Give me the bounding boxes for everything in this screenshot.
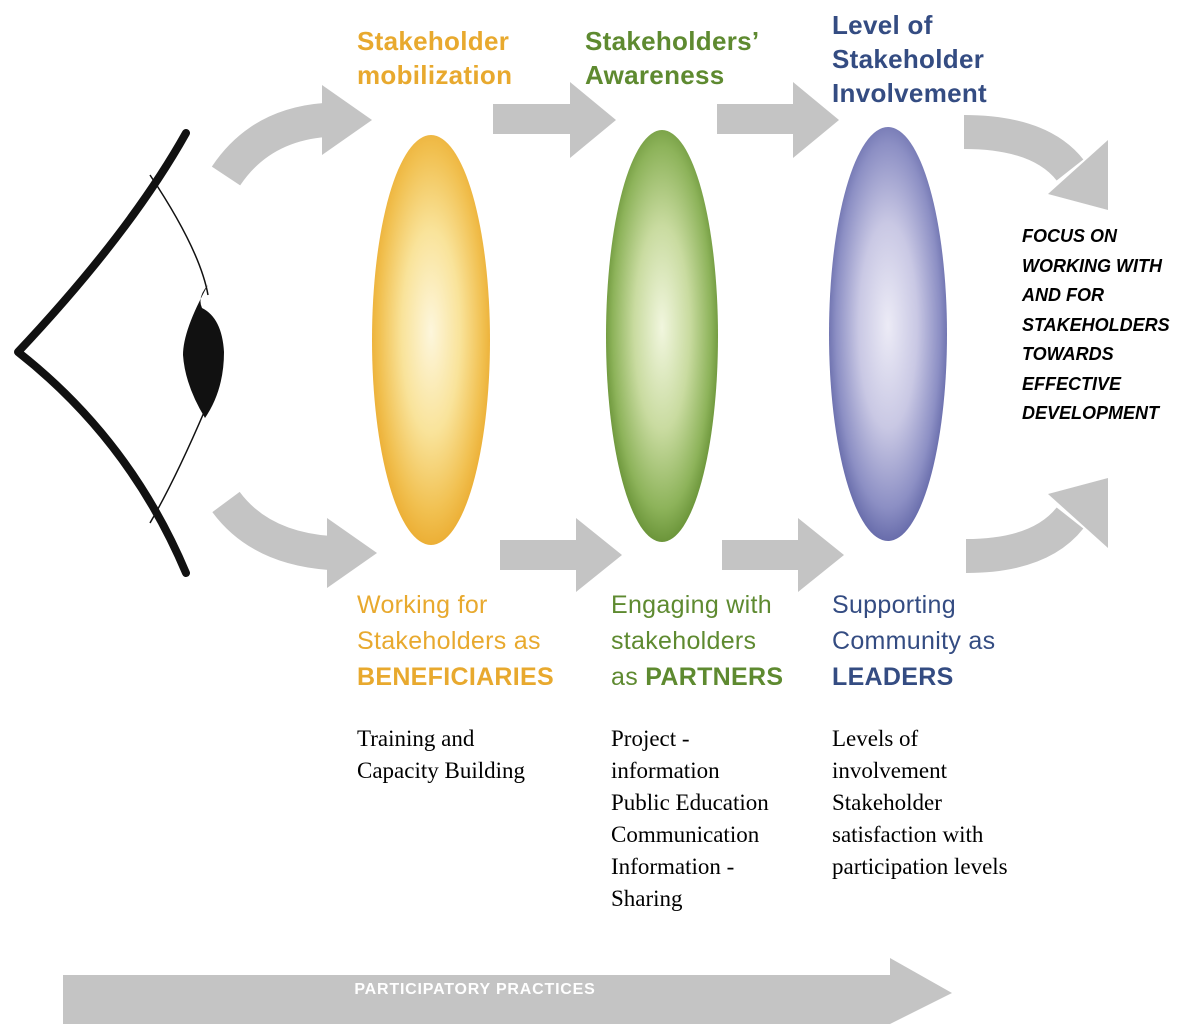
practice-item: Levels of [832,726,919,751]
practices-beneficiaries: Training and Capacity Building [357,723,525,787]
practice-item: Project - [611,726,690,751]
focus-line: AND FOR [1022,285,1104,305]
curved-arrow-lower-right [965,478,1108,573]
heading-mobilization: Stakeholder mobilization [357,24,512,92]
heading-awareness-line2: Awareness [585,60,725,90]
practice-item: Communication [611,822,760,847]
arrow-top-2 [717,82,839,158]
arrow-bottom-1 [500,518,622,592]
label-beneficiaries-line1: Working for [357,591,488,619]
practice-item: involvement [832,758,947,783]
label-beneficiaries-bold: BENEFICIARIES [357,663,554,691]
label-leaders-line2: Community as [832,627,996,655]
focus-statement: FOCUS ON WORKING WITH AND FOR STAKEHOLDE… [1022,222,1170,429]
practice-item: Sharing [611,886,683,911]
practice-item: Training and [357,726,475,751]
curved-arrow-upper-right [963,115,1108,210]
focus-line: FOCUS ON [1022,226,1118,246]
label-partners-line2: stakeholders [611,627,757,655]
heading-involvement-line3: Involvement [832,78,988,108]
focus-line: STAKEHOLDERS [1022,314,1170,335]
practice-item: satisfaction with [832,822,984,847]
label-beneficiaries-line2: Stakeholders as [357,627,541,655]
focus-line: TOWARDS [1022,344,1114,364]
oval-involvement [829,127,947,541]
heading-awareness: Stakeholders’ Awareness [585,24,759,92]
heading-mobilization-line1: Stakeholder [357,26,510,56]
label-leaders: Supporting Community as LEADERS [832,587,995,695]
label-partners: Engaging with stakeholders as PARTNERS [611,587,783,695]
practice-item: Capacity Building [357,758,526,783]
label-leaders-line1: Supporting [832,591,956,619]
label-beneficiaries: Working for Stakeholders as BENEFICIARIE… [357,587,554,695]
label-partners-prefix: as [611,663,646,691]
arrow-bottom-2 [722,518,844,592]
focus-line: EFFECTIVE [1022,373,1122,394]
oval-mobilization [372,135,490,545]
practice-item: participation levels [832,854,1008,879]
practice-item: Public Education [611,790,769,815]
heading-involvement-line1: Level of [832,10,933,40]
practices-leaders: Levels of involvement Stakeholder satisf… [832,723,1008,883]
oval-awareness [606,130,718,542]
heading-involvement: Level of Stakeholder Involvement [832,8,987,110]
curved-arrow-upper-left [211,85,372,186]
eye-icon [14,129,224,577]
label-partners-bold: PARTNERS [645,663,784,691]
heading-awareness-line1: Stakeholders’ [585,26,760,56]
label-leaders-bold: LEADERS [832,663,954,691]
heading-involvement-line2: Stakeholder [832,44,985,74]
participatory-practices-label: PARTICIPATORY PRACTICES [354,981,596,998]
arrow-top-1 [493,82,616,158]
practice-item: information [611,758,720,783]
focus-line: DEVELOPMENT [1022,403,1160,423]
heading-mobilization-line2: mobilization [357,60,513,90]
practice-item: Information - [611,854,735,879]
practices-partners: Project - information Public Education C… [611,723,769,915]
curved-arrow-lower-left [212,491,377,588]
label-partners-line1: Engaging with [611,591,772,619]
participatory-practices-arrow [63,958,952,1024]
focus-line: WORKING WITH [1022,255,1162,276]
practice-item: Stakeholder [832,790,942,815]
